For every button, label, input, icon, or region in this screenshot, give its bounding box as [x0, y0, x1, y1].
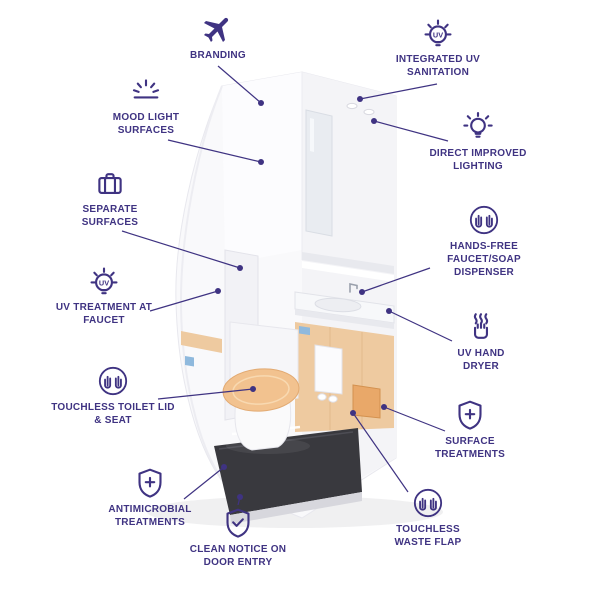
floor-front-edge: [230, 492, 362, 524]
callout-dot: [357, 96, 363, 102]
waste-flap-panel: [352, 384, 381, 419]
leader-line: [149, 290, 219, 312]
callout-label: TOUCHLESS TOILET LID & SEAT: [51, 402, 175, 426]
leader-line: [388, 310, 453, 342]
hand-dryer-icon: [464, 310, 498, 344]
counter-edge: [295, 309, 394, 329]
callout-mood-light-surfaces: MOOD LIGHT SURFACES: [91, 74, 201, 137]
callout-label: UV HAND DRYER: [457, 348, 505, 372]
mirror-highlight: [310, 118, 314, 152]
callout-label: SURFACE TREATMENTS: [434, 436, 506, 460]
callout-dot: [386, 308, 392, 314]
callout-label: UV TREATMENT AT FAUCET: [55, 302, 153, 326]
left-sign-blue: [185, 356, 194, 367]
toilet-base: [234, 399, 292, 451]
leader-line: [373, 120, 449, 142]
callout-label: CLEAN NOTICE ON DOOR ENTRY: [189, 544, 287, 568]
leader-line: [217, 65, 262, 104]
towel-roll: [317, 393, 327, 401]
towel-dispenser: [314, 344, 343, 395]
lavatory-unit: [147, 71, 443, 528]
touchless-hands-icon: [467, 203, 501, 237]
callout-uv-treatment-at-faucet: UV TREATMENT AT FAUCET: [44, 264, 164, 327]
callout-dot: [237, 494, 243, 500]
touchless-hands-icon: [411, 486, 445, 520]
callout-label: DIRECT IMPROVED LIGHTING: [429, 148, 527, 172]
callout-dot: [237, 265, 243, 271]
uv-bulb-icon: [87, 264, 121, 298]
callout-uv-hand-dryer: UV HAND DRYER: [451, 310, 511, 373]
ceiling-light: [363, 108, 375, 116]
left-curve-highlight: [179, 85, 225, 483]
door-sign-blue: [299, 326, 310, 336]
callout-dot: [258, 100, 264, 106]
towel-roll: [328, 395, 338, 403]
briefcase-icon: [93, 166, 127, 200]
callout-touchless-waste-flap: TOUCHLESS WASTE FLAP: [388, 486, 468, 549]
back-left-panel: [222, 72, 302, 264]
shield-check-icon: [221, 506, 255, 540]
ceiling-light: [346, 102, 358, 110]
leader-line: [167, 139, 262, 163]
callout-clean-notice-on-door-entry: CLEAN NOTICE ON DOOR ENTRY: [173, 506, 303, 569]
callout-dot: [258, 159, 264, 165]
callout-dot: [350, 410, 356, 416]
amenity-ledge: [302, 252, 394, 274]
callout-dot: [221, 464, 227, 470]
callout-hands-free-faucet-soap: HANDS-FREE FAUCET/SOAP DISPENSER: [429, 203, 539, 279]
callout-label: ANTIMICROBIAL TREATMENTS: [108, 504, 192, 528]
leader-line: [361, 267, 431, 293]
callout-separate-surfaces: SEPARATE SURFACES: [70, 166, 150, 229]
leader-line: [183, 466, 225, 500]
callout-label: MOOD LIGHT SURFACES: [112, 112, 180, 136]
callout-touchless-toilet-lid-seat: TOUCHLESS TOILET LID & SEAT: [48, 364, 178, 427]
callout-branding: BRANDING: [168, 12, 268, 62]
shield-plus-icon: [453, 398, 487, 432]
callout-dot: [371, 118, 377, 124]
callout-dots: [215, 96, 392, 500]
callout-surface-treatments: SURFACE TREATMENTS: [430, 398, 510, 461]
mood-light-strip: [302, 261, 394, 282]
uv-bulb-icon: [421, 16, 455, 50]
callout-label: SEPARATE SURFACES: [81, 204, 139, 228]
left-tan-trim: [181, 331, 222, 353]
callout-dot: [359, 289, 365, 295]
callout-label: TOUCHLESS WASTE FLAP: [394, 524, 462, 548]
leader-line: [359, 83, 438, 100]
leader-line: [352, 412, 409, 493]
leader-line: [383, 406, 446, 432]
leader-lines: [121, 65, 453, 506]
leader-line: [121, 230, 241, 269]
sink-basin: [314, 297, 362, 313]
callout-label: HANDS-FREE FAUCET/SOAP DISPENSER: [447, 241, 521, 278]
mood-light-icon: [129, 74, 163, 108]
toilet-lid-inner-ring: [232, 375, 290, 405]
callout-dot: [215, 288, 221, 294]
mirror: [305, 109, 333, 237]
callout-label: INTEGRATED UV SANITATION: [395, 54, 481, 78]
callout-integrated-uv-sanitation: INTEGRATED UV SANITATION: [373, 16, 503, 79]
faucet: [349, 283, 358, 293]
plane-icon: [201, 12, 235, 46]
callout-label: BRANDING: [190, 50, 246, 61]
leader-line: [157, 388, 254, 400]
touchless-hands-icon: [96, 364, 130, 398]
floor-edge-highlight: [218, 431, 354, 450]
callout-dot: [250, 386, 256, 392]
shield-plus-icon: [133, 466, 167, 500]
lightbulb-icon: [461, 110, 495, 144]
callout-direct-improved-lighting: DIRECT IMPROVED LIGHTING: [413, 110, 543, 173]
callout-dot: [381, 404, 387, 410]
callout-antimicrobial-treatments: ANTIMICROBIAL TREATMENTS: [90, 466, 210, 529]
